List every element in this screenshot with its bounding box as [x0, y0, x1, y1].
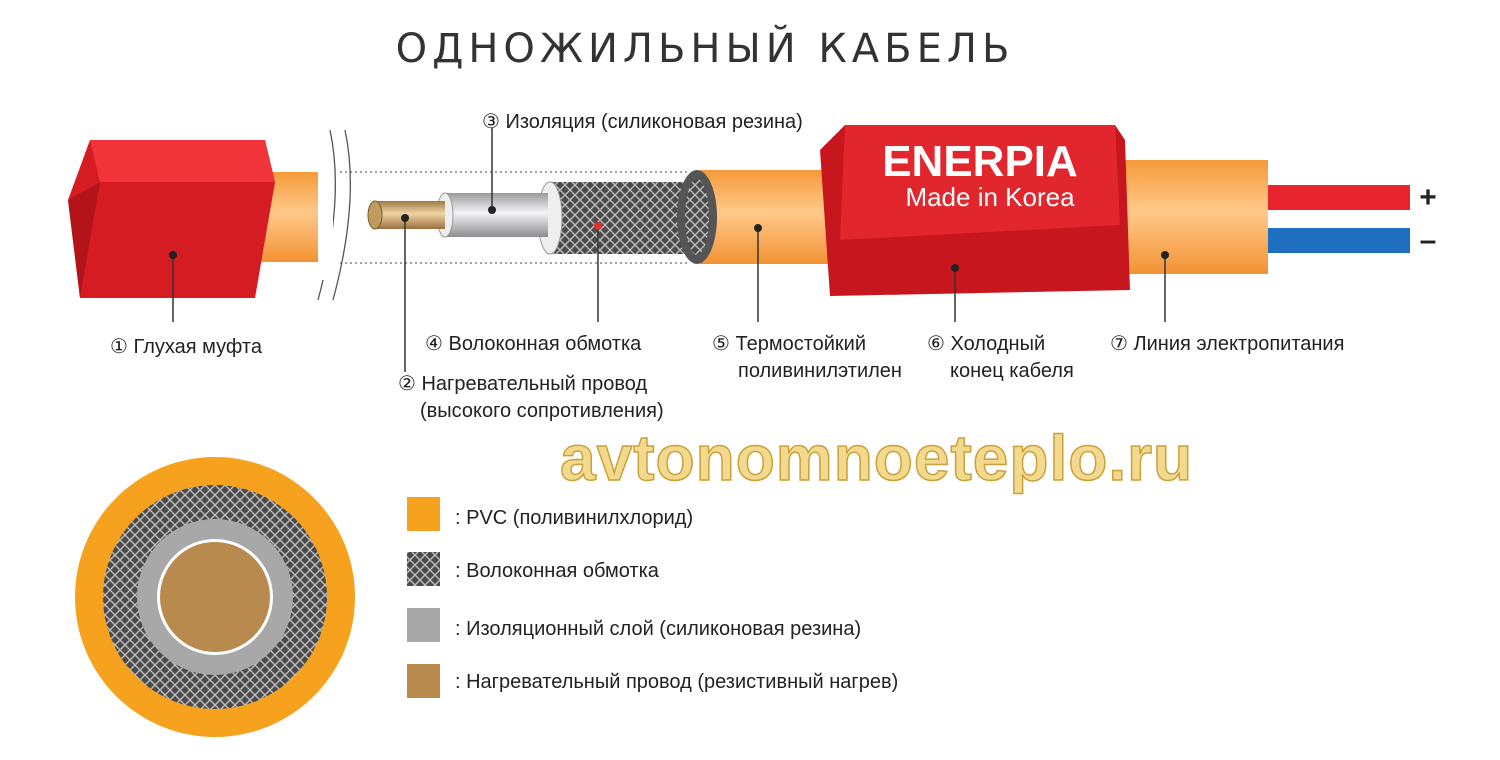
legend-swatch-braid	[407, 552, 440, 586]
legend-swatch-pvc	[407, 497, 440, 531]
legend-swatch-insulation	[407, 608, 440, 642]
legend-swatch-heating-wire	[407, 664, 440, 698]
cable-layers	[367, 170, 850, 264]
legend-text-braid: : Волоконная обмотка	[455, 560, 660, 582]
fiber-braid	[550, 182, 695, 254]
label-heating-wire-1: ② Нагревательный провод	[398, 373, 647, 395]
label-cold-end-2: конец кабеля	[950, 360, 1074, 382]
label-fiber-winding: ④ Волоконная обмотка	[425, 333, 642, 355]
legend-text-insulation: : Изоляционный слой (силиконовая резина)	[455, 618, 861, 640]
legend-text-pvc: : PVC (поливинилхлорид)	[455, 507, 693, 529]
label-power-line: ⑦ Линия электропитания	[1110, 333, 1344, 355]
legend-text-heating-wire: : Нагревательный провод (резистивный наг…	[455, 671, 898, 693]
watermark: avtonomnoeteplo.ru	[560, 422, 1193, 494]
diagram-title: ОДНОЖИЛЬНЫЙ КАБЕЛЬ	[396, 24, 1015, 72]
label-end-sleeve: ① Глухая муфта	[110, 336, 263, 358]
legend: : PVC (поливинилхлорид) : Волоконная обм…	[407, 497, 898, 698]
label-insulation: ③ Изоляция (силиконовая резина)	[482, 111, 803, 133]
label-heating-wire-2: (высокого сопротивления)	[420, 400, 664, 422]
cold-end-section: ENERPIA Made in Korea + –	[820, 125, 1437, 296]
label-cold-end-1: ⑥ Холодный	[927, 333, 1045, 355]
brand-name: ENERPIA	[882, 137, 1078, 186]
label-heat-resistant-2: поливинилэтилен	[738, 360, 902, 382]
minus-sign: –	[1420, 224, 1437, 257]
plus-sign: +	[1419, 181, 1437, 214]
label-heat-resistant-1: ⑤ Термостойкий	[712, 333, 866, 355]
end-sleeve-section	[68, 129, 352, 301]
brand-tagline: Made in Korea	[905, 182, 1075, 212]
blue-wire	[1268, 228, 1410, 253]
silicone-insulation	[445, 193, 548, 237]
cable-cross-section	[75, 457, 355, 737]
heating-core	[375, 201, 445, 229]
leader-lines	[169, 128, 1169, 372]
red-wire	[1268, 185, 1410, 210]
